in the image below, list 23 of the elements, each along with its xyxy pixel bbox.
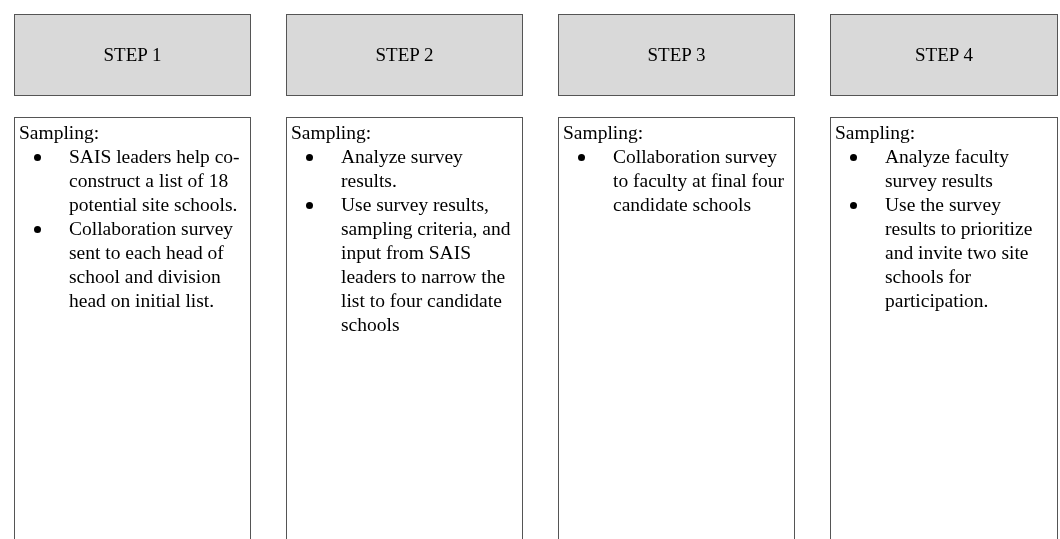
section-heading: Sampling:	[19, 121, 101, 145]
step-title: STEP 3	[647, 44, 706, 66]
section-heading: Sampling:	[835, 121, 917, 145]
step-header-box	[14, 14, 251, 96]
step-content-box	[14, 117, 251, 539]
bullet-text: Analyze faculty survey results	[885, 145, 1010, 193]
bullet-text: Collaboration survey to faculty at final four candidate schools	[613, 145, 786, 217]
section-heading: Sampling:	[291, 121, 373, 145]
section-heading: Sampling:	[563, 121, 645, 145]
step-header-box	[558, 14, 795, 96]
step-content-box	[286, 117, 523, 539]
step-content-box	[830, 117, 1058, 539]
step-content-box	[558, 117, 795, 539]
bullet-text: SAIS leaders help co-construct a list of 18 potential site schools.	[69, 145, 241, 217]
step-title: STEP 2	[375, 44, 434, 66]
bullet-text: Analyze survey results.	[341, 145, 464, 193]
step-header-box	[286, 14, 523, 96]
bullet-text: Collaboration survey sent to each head of school and division head on initial list.	[69, 217, 235, 313]
step-title: STEP 1	[103, 44, 162, 66]
step-header-box	[830, 14, 1058, 96]
step-title: STEP 4	[915, 44, 973, 66]
bullet-text: Use survey results, sampling criteria, and input from SAIS leaders to narrow the list to four candidate schools	[341, 193, 512, 337]
bullet-text: Use the survey results to prioritize and invite two site schools for participation.	[885, 193, 1034, 313]
